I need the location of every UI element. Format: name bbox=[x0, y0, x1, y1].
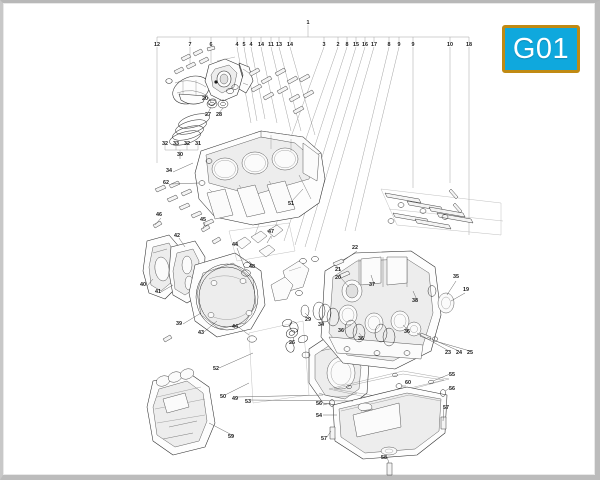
top-callout-17: 9 bbox=[398, 42, 401, 48]
top-callout-10: 3 bbox=[323, 42, 326, 48]
callout-13: 42 bbox=[174, 233, 180, 239]
top-callout-15: 17 bbox=[371, 42, 377, 48]
small-plug-set[interactable] bbox=[281, 256, 319, 353]
callout-34: 19 bbox=[463, 287, 469, 293]
callout-41: 24 bbox=[456, 350, 462, 356]
callout-15: 41 bbox=[155, 289, 161, 295]
callout-9: 20 bbox=[202, 96, 208, 102]
callout-3: 31 bbox=[195, 141, 201, 147]
callout-20: 48 bbox=[249, 264, 255, 270]
gasket-26[interactable] bbox=[285, 326, 300, 339]
piston-ring-pack[interactable] bbox=[168, 111, 211, 148]
callout-46: 54 bbox=[316, 413, 322, 419]
page-code-label: G01 bbox=[512, 32, 570, 65]
diagram-canvas[interactable]: 1 bbox=[3, 3, 595, 476]
callout-10: 51 bbox=[288, 201, 294, 207]
crankcase-assembly[interactable] bbox=[320, 250, 442, 370]
top-callout-16: 8 bbox=[388, 42, 391, 48]
callout-29: 21 bbox=[335, 267, 341, 273]
top-callout-2: 6 bbox=[210, 42, 213, 48]
callout-33: 35 bbox=[453, 274, 459, 280]
piston-assembly-group[interactable] bbox=[164, 45, 315, 155]
callout-4: 30 bbox=[177, 152, 183, 158]
cylinder-block[interactable] bbox=[194, 130, 326, 226]
callout-25: 53 bbox=[245, 399, 251, 405]
callout-23: 50 bbox=[220, 394, 226, 400]
top-callout-6: 14 bbox=[258, 42, 264, 48]
callout-6: 62 bbox=[163, 180, 169, 186]
callout-32: 38 bbox=[412, 298, 418, 304]
callout-37: 36 bbox=[338, 328, 344, 334]
top-callout-1: 7 bbox=[189, 42, 192, 48]
crankcase-bolt-set[interactable] bbox=[380, 188, 504, 236]
callout-labels: 32 33 32 31 30 34 62 27 28 20 51 46 45 42 40 41 39 43 44 44… bbox=[140, 96, 473, 461]
callout-19: 44 bbox=[232, 242, 238, 248]
callout-18: 44 bbox=[232, 324, 238, 330]
exploded-parts-diagram[interactable]: 1 bbox=[3, 3, 600, 483]
page-code-badge[interactable]: G01 bbox=[502, 25, 580, 73]
top-callout-11: 2 bbox=[337, 42, 340, 48]
top-callout-19: 10 bbox=[447, 42, 453, 48]
callout-49: 58 bbox=[381, 455, 387, 461]
top-callout-13: 15 bbox=[353, 42, 359, 48]
cover-fastener-set[interactable] bbox=[152, 220, 222, 343]
callout-31: 37 bbox=[369, 282, 375, 288]
callout-39: 36 bbox=[404, 329, 410, 335]
callout-group-1: 1 bbox=[307, 20, 310, 26]
callout-45: 56 bbox=[316, 401, 322, 407]
washer-set-27-28[interactable] bbox=[206, 84, 239, 109]
callout-48: 57 bbox=[443, 405, 449, 411]
clamp-set[interactable] bbox=[228, 222, 296, 268]
callout-47: 57 bbox=[321, 436, 327, 442]
piston-part[interactable] bbox=[165, 71, 217, 109]
top-callout-8: 13 bbox=[276, 42, 282, 48]
callout-21: 47 bbox=[268, 229, 274, 235]
cylinder-stud-set[interactable] bbox=[248, 67, 315, 115]
callout-16: 39 bbox=[176, 321, 182, 327]
callout-7: 27 bbox=[205, 112, 211, 118]
top-callout-3: 4 bbox=[236, 42, 239, 48]
callout-1: 33 bbox=[173, 141, 179, 147]
callout-40: 23 bbox=[445, 350, 451, 356]
callout-26: 59 bbox=[228, 434, 234, 440]
callout-35: 29 bbox=[305, 317, 311, 323]
callout-24: 49 bbox=[232, 396, 238, 402]
top-callout-7: 11 bbox=[268, 42, 274, 48]
callout-0: 32 bbox=[162, 141, 168, 147]
top-callout-0: 12 bbox=[154, 42, 160, 48]
top-callout-9: 14 bbox=[287, 42, 293, 48]
callout-14: 40 bbox=[140, 282, 146, 288]
callout-2: 32 bbox=[184, 141, 190, 147]
left-cover-group[interactable] bbox=[142, 234, 266, 343]
callout-30: 20 bbox=[335, 275, 341, 281]
top-callout-20: 18 bbox=[466, 42, 472, 48]
callout-36: 34 bbox=[318, 322, 324, 328]
ring-bracket bbox=[164, 142, 199, 155]
top-callout-18: 9 bbox=[412, 42, 415, 48]
top-callout-12: 8 bbox=[346, 42, 349, 48]
callout-22: 52 bbox=[213, 366, 219, 372]
top-callout-5: 4 bbox=[250, 42, 253, 48]
top-callout-rail: 1 bbox=[156, 20, 470, 252]
top-left-fasteners[interactable] bbox=[173, 45, 216, 75]
callout-38: 36 bbox=[358, 336, 364, 342]
callout-28: 22 bbox=[352, 245, 358, 251]
complete-engine-assembly[interactable] bbox=[146, 367, 216, 456]
callout-leaders bbox=[146, 96, 471, 464]
top-callout-4: 5 bbox=[243, 42, 246, 48]
callout-27: 26 bbox=[289, 340, 295, 346]
callout-44: 56 bbox=[449, 386, 455, 392]
callout-8: 28 bbox=[216, 112, 222, 118]
callout-11: 46 bbox=[156, 212, 162, 218]
callout-12: 45 bbox=[200, 217, 206, 223]
bracket-set-22[interactable] bbox=[270, 258, 351, 302]
callout-43: 55 bbox=[449, 372, 455, 378]
oil-pan-group[interactable] bbox=[328, 370, 450, 476]
top-callout-14: 16 bbox=[362, 42, 368, 48]
callout-42: 25 bbox=[467, 350, 473, 356]
callout-50: 60 bbox=[405, 380, 411, 386]
callout-5: 34 bbox=[166, 168, 172, 174]
callout-17: 43 bbox=[198, 330, 204, 336]
